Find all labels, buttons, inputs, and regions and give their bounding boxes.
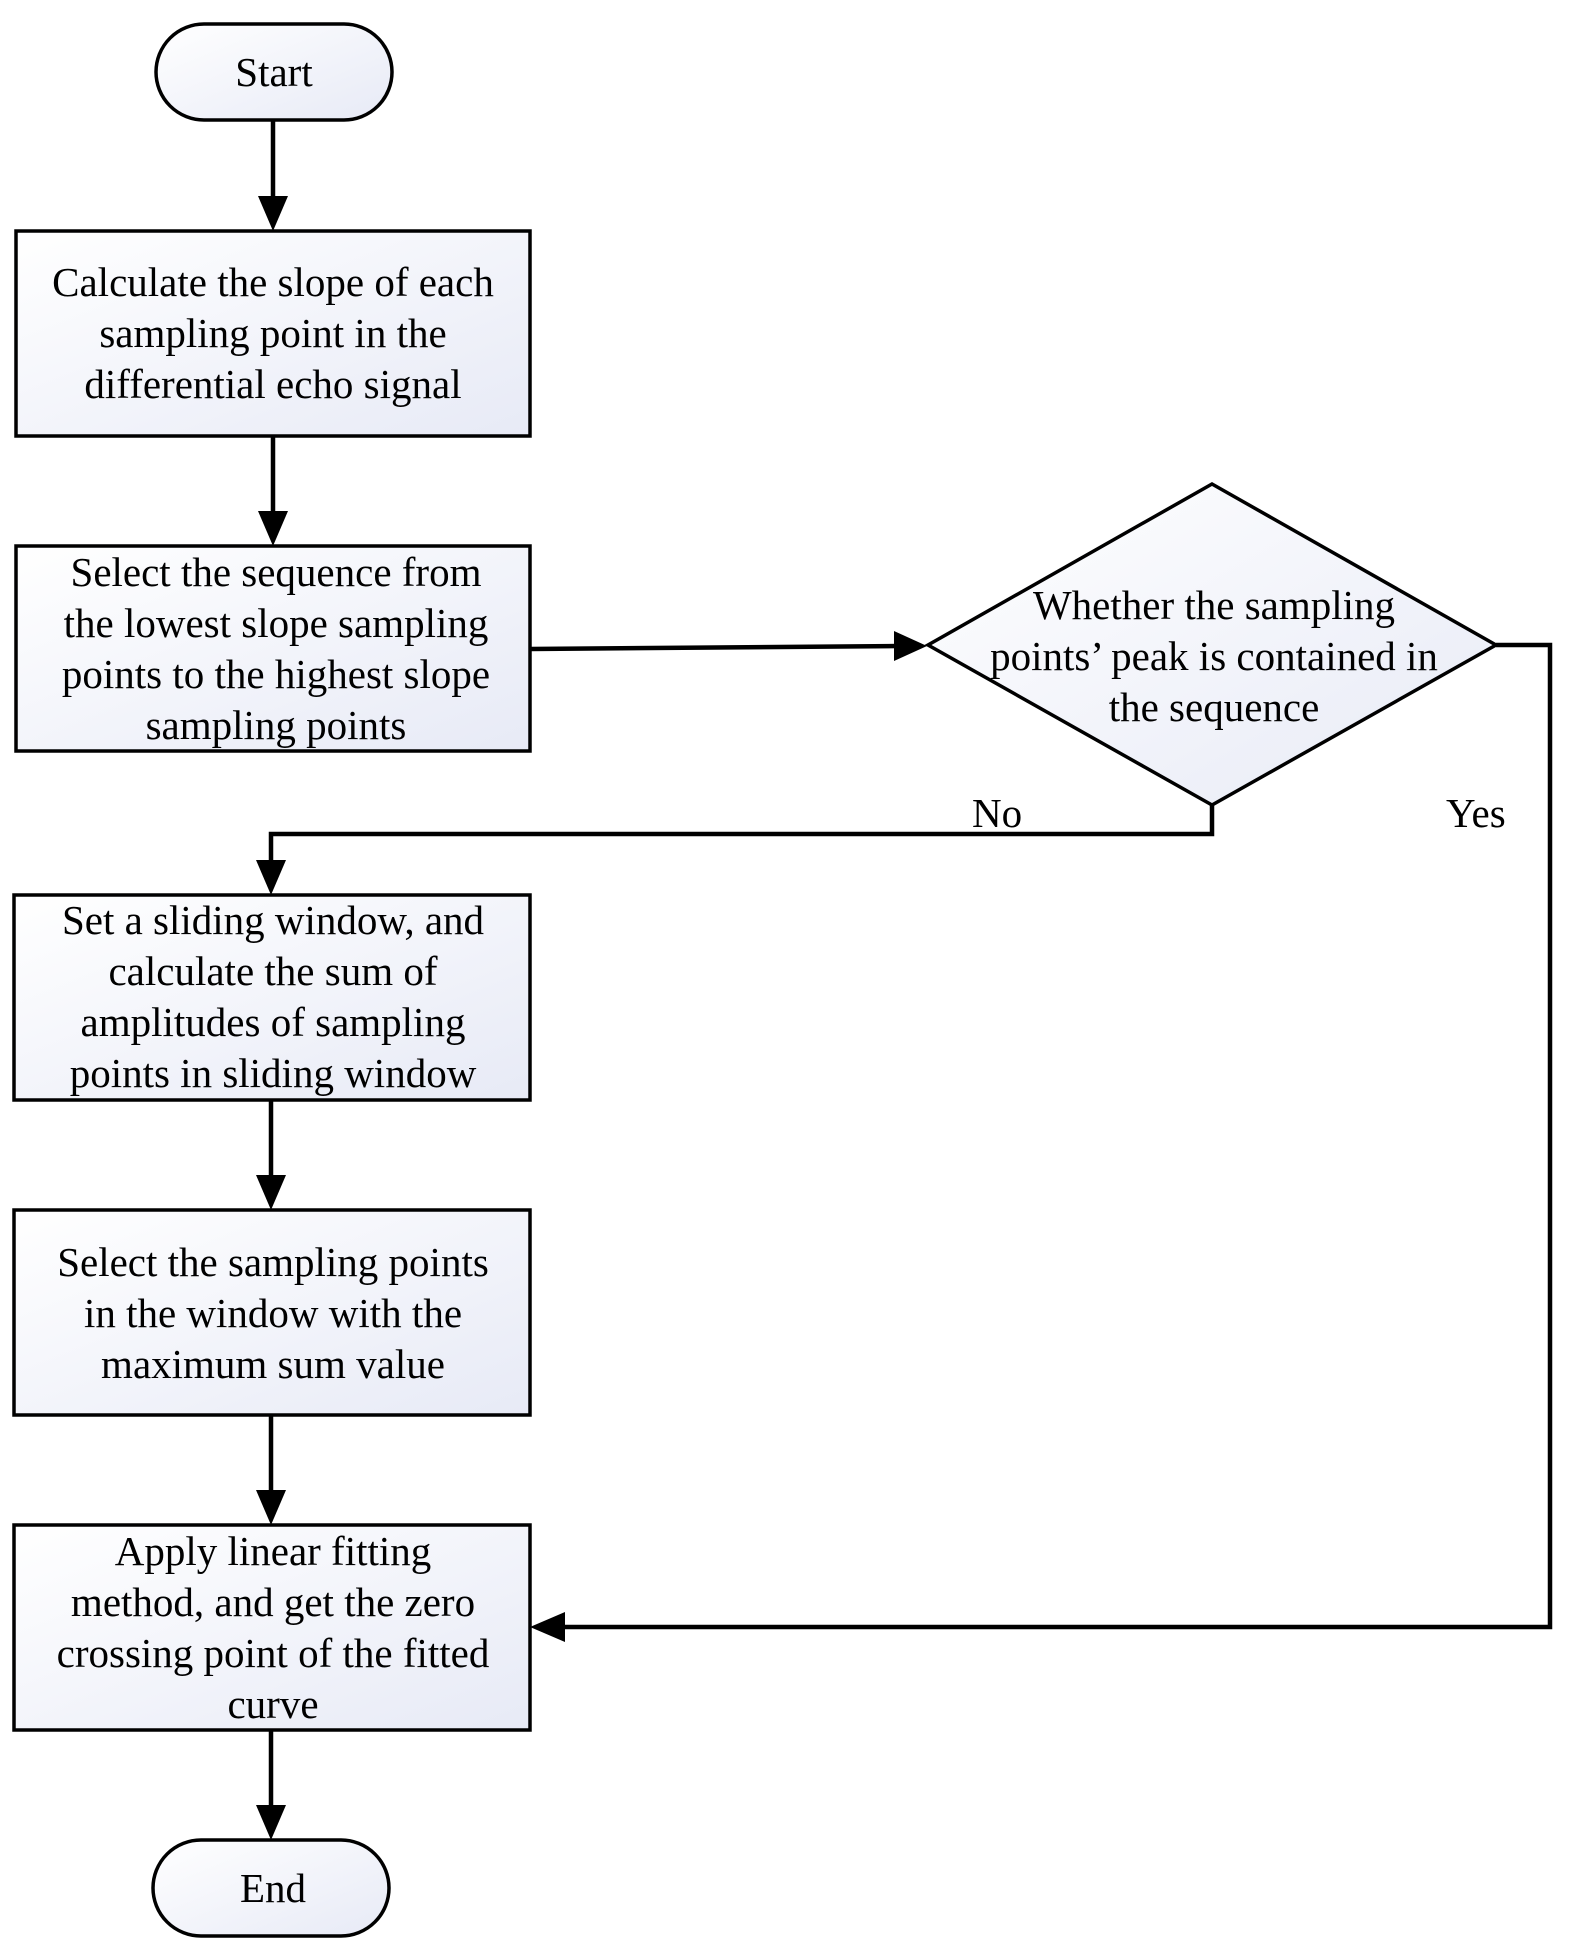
decision-line-2: points’ peak is contained in [990,633,1438,679]
select-sequence-box: Select the sequence from the lowest slop… [14,544,532,753]
select-max-line-2: in the window with the [84,1290,462,1336]
calculate-slope-line-3: differential echo signal [84,361,461,407]
edge-label-yes: Yes [1446,790,1506,836]
sliding-window-line-2: calculate the sum of [108,948,437,994]
sliding-window-line-1: Set a sliding window, and [62,897,484,943]
edge-sliding-window-to-select-max [256,1100,286,1210]
end-label: End [240,1865,306,1911]
linear-fitting-line-2: method, and get the zero [71,1579,475,1625]
decision-line-1: Whether the sampling [1033,582,1395,628]
sliding-window-box: Set a sliding window, and calculate the … [12,893,532,1102]
end-terminator: End [151,1838,391,1938]
edge-start-to-slope [258,120,288,231]
decision-line-3: the sequence [1109,684,1320,730]
start-label: Start [235,49,313,95]
select-sequence-line-4: sampling points [146,702,407,748]
select-sequence-line-1: Select the sequence from [71,549,482,595]
select-max-box: Select the sampling points in the window… [12,1208,532,1417]
edge-fitting-to-end [256,1730,286,1840]
linear-fitting-box: Apply linear fitting method, and get the… [12,1523,532,1732]
edge-decision-to-sliding-window: No [256,790,1215,895]
calculate-slope-line-1: Calculate the slope of each [52,259,494,305]
edge-select-sequence-to-decision [529,631,927,661]
linear-fitting-line-4: curve [227,1681,318,1727]
select-max-line-3: maximum sum value [101,1341,445,1387]
edge-label-no: No [972,790,1022,836]
decision-diamond: Whether the sampling points’ peak is con… [924,481,1500,808]
edge-decision-to-fitting: Yes [530,642,1553,1642]
select-sequence-line-3: points to the highest slope [62,651,490,697]
linear-fitting-line-3: crossing point of the fitted [57,1630,490,1676]
select-max-line-1: Select the sampling points [57,1239,489,1285]
sliding-window-line-3: amplitudes of sampling [81,999,466,1045]
linear-fitting-line-1: Apply linear fitting [115,1528,432,1574]
calculate-slope-line-2: sampling point in the [99,310,446,356]
sliding-window-line-4: points in sliding window [70,1050,477,1096]
start-terminator: Start [154,22,394,122]
edge-slope-to-select-sequence [258,436,288,546]
select-sequence-line-2: the lowest slope sampling [64,600,489,646]
edge-select-max-to-fitting [256,1415,286,1525]
calculate-slope-box: Calculate the slope of each sampling poi… [14,229,532,438]
